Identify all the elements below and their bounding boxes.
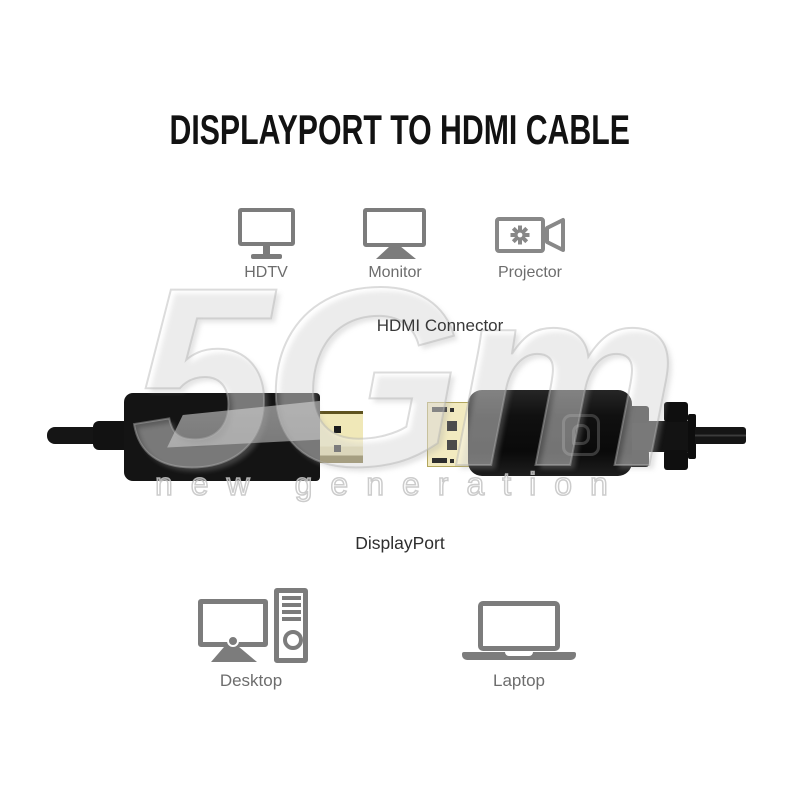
laptop-screen	[478, 601, 560, 651]
hdmi-plug-contact	[334, 426, 341, 433]
displayport-logo-inner	[572, 424, 590, 445]
strain-relief-rib	[664, 402, 688, 422]
cable-right	[695, 427, 746, 444]
displayport-plug-contact	[432, 458, 447, 463]
displayport-label: DisplayPort	[355, 533, 445, 553]
desktop-monitor-dot	[227, 635, 239, 647]
gear-icon	[510, 225, 530, 245]
projector-icon	[495, 217, 565, 253]
monitor-stand	[376, 246, 416, 259]
hdtv-label: HDTV	[244, 264, 288, 281]
strain-relief-rib	[629, 406, 649, 423]
displayport-plug-contact	[450, 408, 454, 412]
hdmi-plug-gold	[318, 411, 363, 463]
desktop-monitor-stand	[211, 645, 257, 662]
laptop-label: Laptop	[493, 671, 545, 690]
strain-relief-flange	[688, 414, 696, 459]
displayport-connector-housing	[468, 390, 632, 476]
displayport-plug-contact	[447, 421, 457, 431]
desktop-tower-vents	[282, 596, 301, 622]
cable-strain-relief-left	[93, 421, 126, 450]
desktop-label: Desktop	[219, 671, 283, 690]
cable-left	[47, 427, 97, 444]
hdmi-housing-highlight	[167, 400, 320, 448]
displayport-plug-contact	[432, 407, 447, 412]
strain-relief-rib	[629, 450, 649, 467]
hdmi-plug-contact	[334, 445, 341, 452]
strain-relief-right	[626, 421, 692, 452]
monitor-screen	[363, 208, 426, 247]
hdtv-stand-base	[251, 254, 282, 259]
laptop-base-notch	[505, 652, 533, 656]
displayport-plug-contact	[447, 440, 457, 450]
hdmi-connector-housing	[124, 393, 320, 481]
desktop-tower-button	[283, 630, 303, 650]
displayport-logo	[562, 414, 600, 456]
hdtv-screen	[238, 208, 295, 246]
projector-label: Projector	[497, 264, 563, 281]
page-title: DISPLAYPORT TO HDMI CABLE	[169, 106, 631, 153]
strain-relief-rib	[664, 450, 688, 470]
monitor-label: Monitor	[368, 264, 422, 281]
hdmi-connector-label: HDMI Connector	[376, 316, 504, 335]
hdtv-stand-stem	[263, 245, 270, 255]
laptop-base	[462, 652, 576, 660]
displayport-plug-contact	[450, 459, 454, 463]
